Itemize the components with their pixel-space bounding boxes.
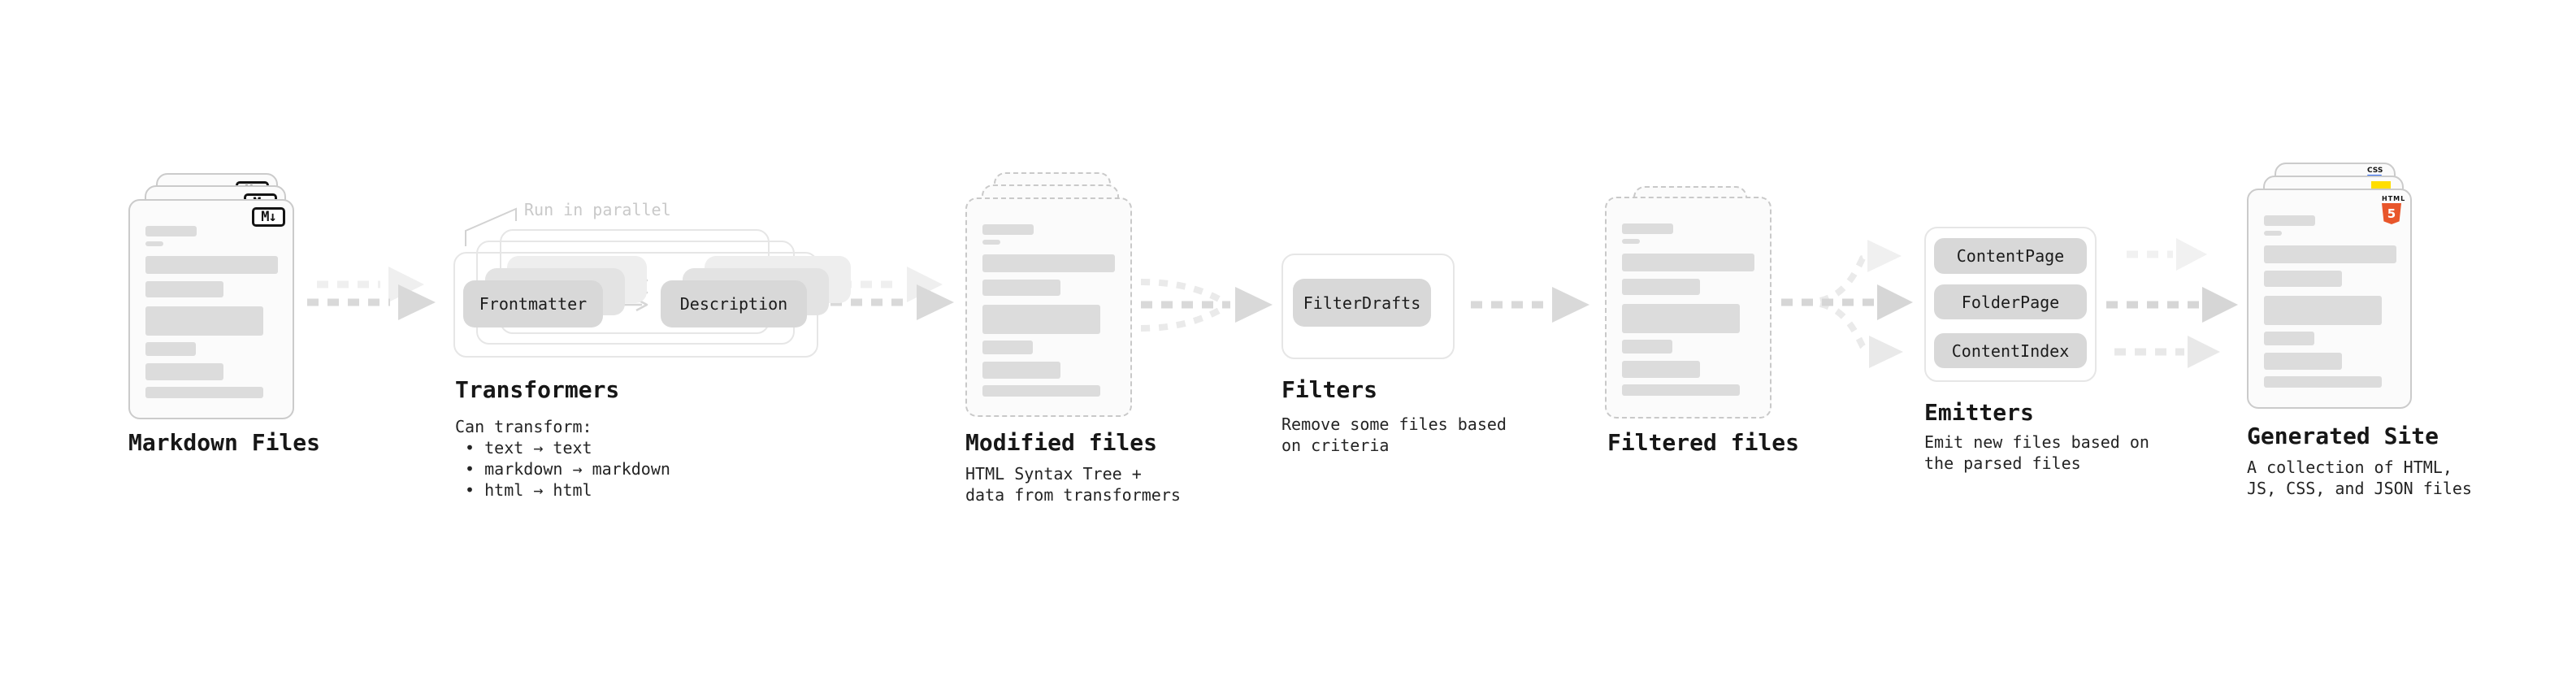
html5-badge-text: HTML bbox=[2382, 195, 2406, 202]
skeleton-line bbox=[2264, 231, 2282, 236]
skeleton-line bbox=[145, 363, 223, 380]
filterdrafts-node: FilterDrafts bbox=[1293, 279, 1431, 327]
emitters-label: Emitters bbox=[1924, 399, 2034, 426]
skeleton-line bbox=[982, 254, 1115, 272]
filtered-files-label: Filtered files bbox=[1607, 429, 1800, 456]
description-node: Description bbox=[661, 280, 807, 327]
transformers-label: Transformers bbox=[455, 376, 620, 403]
skeleton-line bbox=[2264, 245, 2396, 263]
modified-doc-card-front bbox=[965, 197, 1132, 417]
skeleton-line bbox=[145, 226, 197, 236]
arrow-filters-to-filtered bbox=[1471, 287, 1589, 323]
skeleton-line bbox=[982, 362, 1060, 379]
emitters-panel bbox=[1924, 227, 2097, 382]
skeleton-line bbox=[2264, 376, 2382, 388]
arrow-emitters-to-generated bbox=[2106, 238, 2238, 368]
skeleton-line bbox=[145, 281, 223, 297]
skeleton-line bbox=[1622, 279, 1700, 295]
generated-doc-card-front: HTML 5 bbox=[2247, 189, 2412, 409]
skeleton-line bbox=[145, 241, 163, 246]
run-in-parallel-annotation: Run in parallel bbox=[524, 200, 671, 219]
skeleton-line bbox=[2264, 271, 2342, 287]
markdown-files-label: Markdown Files bbox=[128, 429, 321, 456]
skeleton-line bbox=[2264, 332, 2314, 345]
folderpage-node: FolderPage bbox=[1934, 284, 2087, 319]
transformers-description: Can transform: • text → text • markdown … bbox=[455, 417, 670, 500]
html5-icon: HTML 5 bbox=[2382, 195, 2406, 224]
skeleton-line bbox=[982, 280, 1060, 296]
skeleton-line bbox=[145, 256, 278, 274]
skeleton-line bbox=[1622, 304, 1740, 333]
skeleton-line bbox=[1622, 239, 1640, 244]
markdown-doc-card-front: M↓ bbox=[128, 199, 294, 419]
frontmatter-node: Frontmatter bbox=[463, 280, 603, 327]
html5-shield: 5 bbox=[2382, 203, 2401, 224]
skeleton-line bbox=[145, 342, 196, 356]
modified-files-label: Modified files bbox=[965, 429, 1158, 456]
arrow-modified-to-filters bbox=[1140, 279, 1273, 332]
filters-panel bbox=[1281, 254, 1455, 359]
filtered-doc-card-front bbox=[1605, 197, 1772, 419]
skeleton-line bbox=[982, 385, 1100, 397]
skeleton-line bbox=[982, 340, 1033, 354]
skeleton-line bbox=[1622, 254, 1754, 271]
skeleton-line bbox=[1622, 340, 1672, 354]
skeleton-line bbox=[2264, 353, 2342, 370]
contentpage-node: ContentPage bbox=[1934, 238, 2087, 274]
skeleton-line bbox=[1622, 223, 1673, 234]
skeleton-line bbox=[145, 306, 263, 336]
css-badge-text: CSS bbox=[2367, 167, 2383, 175]
skeleton-line bbox=[1622, 361, 1700, 378]
arrow-markdown-to-transformers bbox=[307, 267, 436, 320]
emitters-description: Emit new files based on the parsed files bbox=[1924, 432, 2149, 473]
filters-label: Filters bbox=[1281, 376, 1378, 403]
skeleton-line bbox=[982, 224, 1034, 235]
arrow-filtered-to-emitters bbox=[1781, 240, 1913, 368]
skeleton-line bbox=[1622, 384, 1740, 396]
skeleton-line bbox=[145, 387, 263, 398]
contentindex-node: ContentIndex bbox=[1934, 333, 2087, 368]
markdown-icon: M↓ bbox=[252, 207, 285, 227]
skeleton-line bbox=[982, 305, 1100, 334]
generated-site-description: A collection of HTML, JS, CSS, and JSON … bbox=[2247, 458, 2472, 498]
skeleton-line bbox=[982, 240, 1000, 245]
html5-shield-number: 5 bbox=[2387, 206, 2396, 221]
modified-files-description: HTML Syntax Tree + data from transformer… bbox=[965, 464, 1181, 505]
filters-description: Remove some files based on criteria bbox=[1281, 414, 1507, 455]
generated-site-label: Generated Site bbox=[2247, 423, 2439, 449]
skeleton-line bbox=[2264, 296, 2382, 325]
skeleton-line bbox=[2264, 215, 2315, 226]
